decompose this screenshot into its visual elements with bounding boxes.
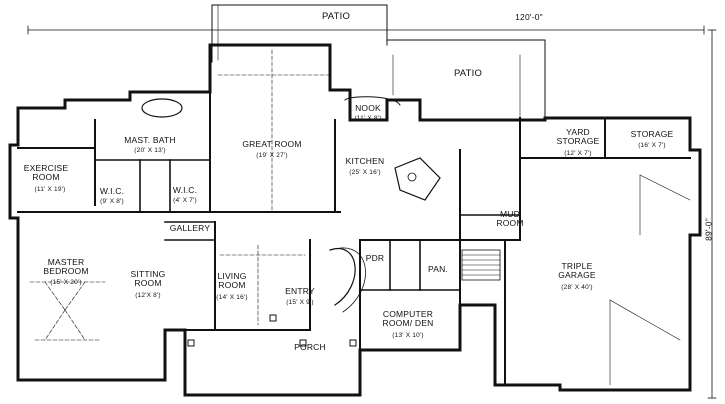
sitting-room-label: SITTING ROOM [130,269,166,288]
entry-size: (15' X 9') [286,299,314,306]
pan-label: PAN. [427,264,449,274]
nook-label: NOOK [355,103,381,113]
great-room-size: (19' X 27') [256,152,288,159]
triple-garage-label: TRIPLE GARAGE [558,261,596,280]
master-bedroom-label: MASTER BEDROOM [43,257,89,276]
storage-size: (16' X 7') [638,142,666,149]
sitting-room-size: (12'X 8') [135,292,161,299]
kitchen-label: KITCHEN [345,156,385,166]
dimension-width-label: 120'-0" [515,12,543,22]
wic-left-size: (9' X 8') [100,198,124,205]
living-room-label: LIVING ROOM [217,271,247,290]
computer-room-label: COMPUTER ROOM/ DEN [382,309,434,328]
pdr-label: PDR [365,253,385,263]
yard-storage-size: (12' X 7') [564,150,592,157]
storage-label: STORAGE [630,129,674,139]
great-room-label: GREAT ROOM [242,139,302,149]
wic-right-label: W.I.C. [172,185,198,195]
computer-room-size: (13' X 10') [392,332,424,339]
yard-storage-label: YARD STORAGE [556,127,600,146]
gallery-label: GALLERY [169,223,211,233]
master-bedroom-size: (15' X 20') [50,279,82,286]
dimension-depth-label: 89'-0" [703,218,714,241]
wic-right-size: (4' X 7') [173,197,197,204]
living-room-size: (14' X 16') [216,294,248,301]
entry-label: ENTRY [285,286,315,296]
exercise-room-label: EXERCISE ROOM [23,163,69,182]
mast-bath-label: MAST. BATH [124,135,176,145]
patio-top-label: PATIO [321,11,351,22]
mud-room-label: MUD ROOM [496,209,524,228]
mast-bath-size: (20' X 13') [134,147,166,154]
wic-left-label: W.I.C. [99,186,125,196]
triple-garage-size: (28' X 40') [561,284,593,291]
patio-right-label: PATIO [453,68,483,79]
exercise-room-size: (11' X 19') [34,186,66,193]
kitchen-size: (25' X 16') [349,169,381,176]
nook-size: (11' X 8') [354,115,382,122]
porch-label: PORCH [294,342,326,352]
